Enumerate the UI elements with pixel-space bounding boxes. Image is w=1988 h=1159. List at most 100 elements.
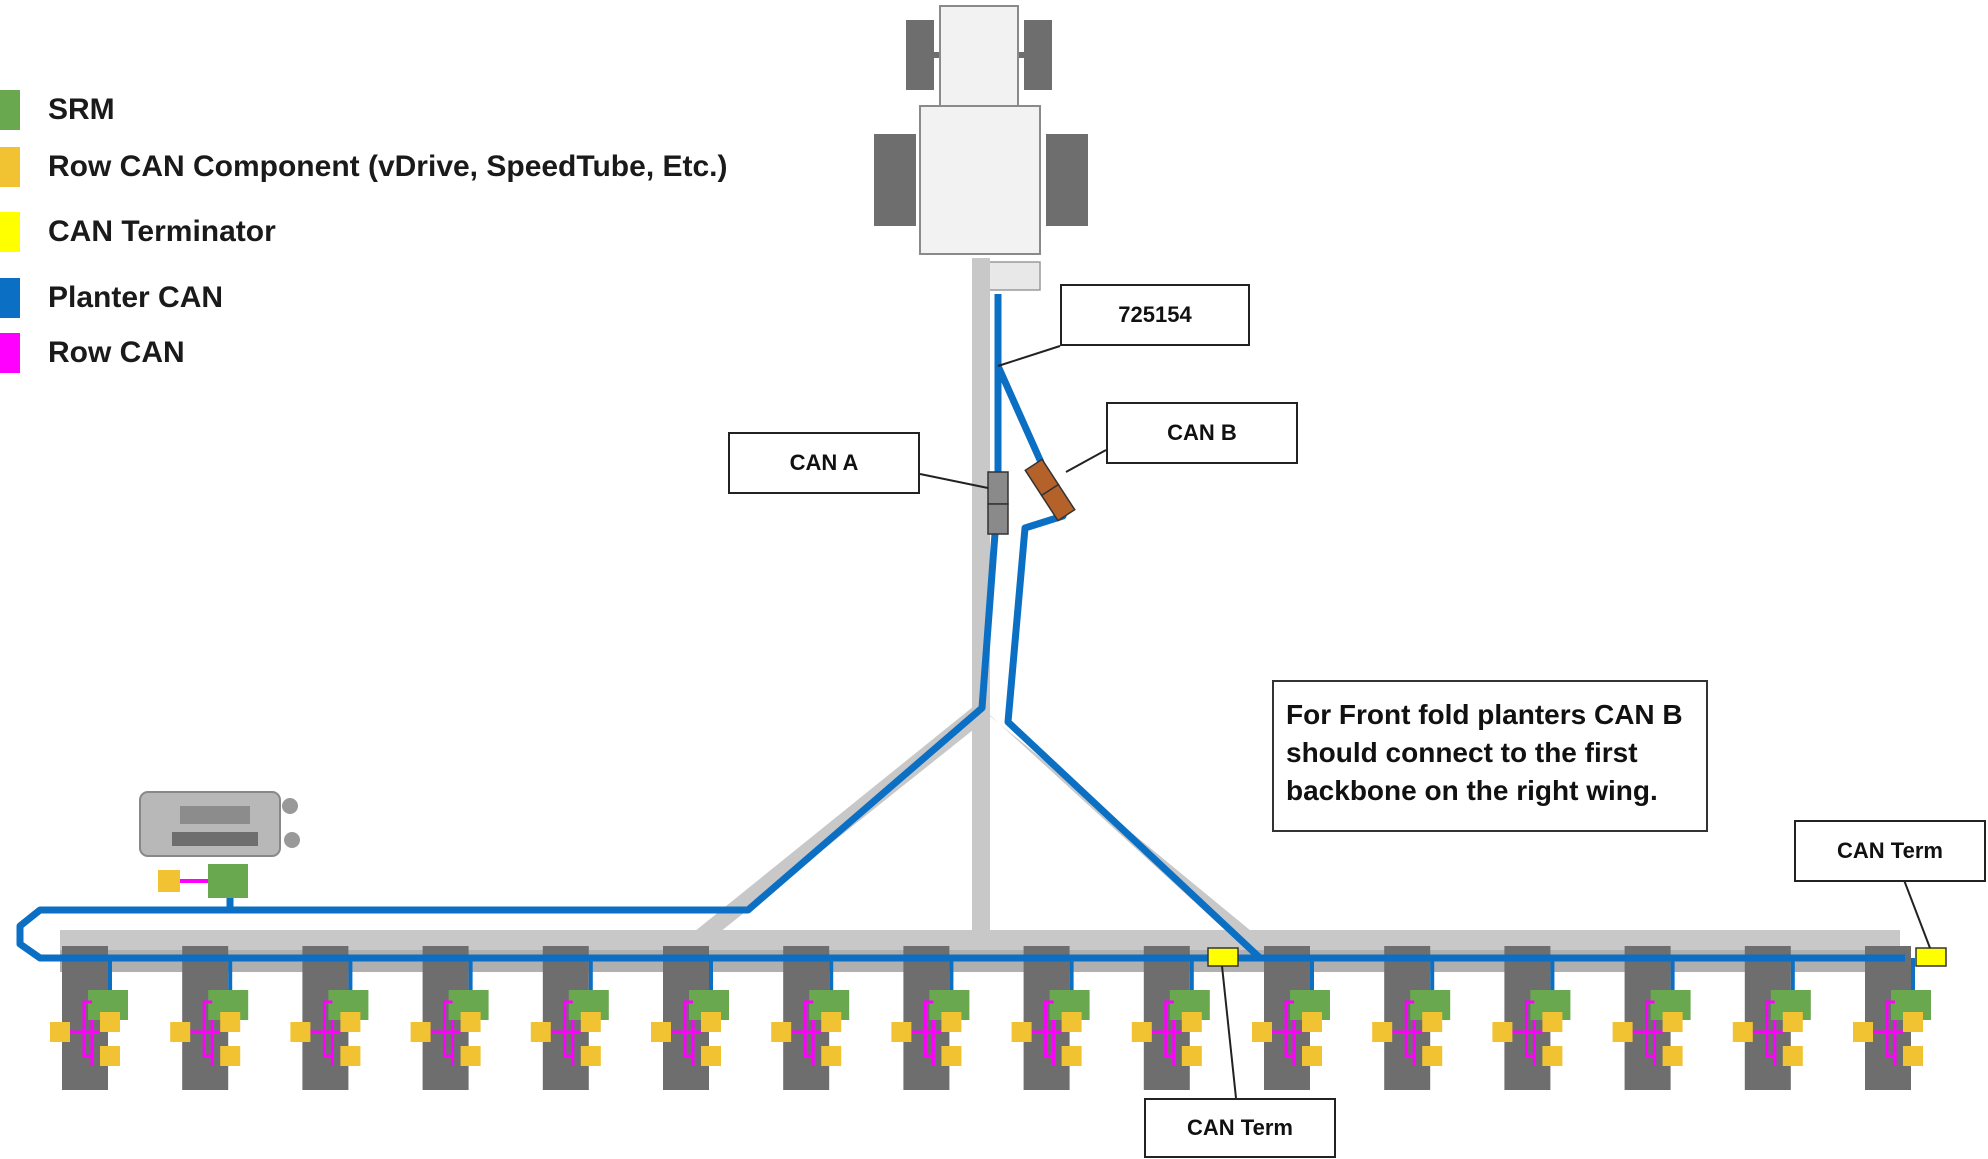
legend-item-row-can-component: Row CAN Component (vDrive, SpeedTube, Et… bbox=[0, 147, 900, 187]
row-component-upper bbox=[701, 1012, 721, 1032]
row-component-lower bbox=[220, 1046, 241, 1066]
row-component-left bbox=[771, 1022, 792, 1042]
row-component-lower bbox=[821, 1046, 842, 1066]
row-component-upper bbox=[100, 1012, 120, 1032]
row-component-left bbox=[530, 1022, 551, 1042]
row-component-upper bbox=[1662, 1012, 1683, 1032]
row-component-upper bbox=[1903, 1012, 1923, 1032]
tractor-rear-left-wheel bbox=[874, 134, 916, 226]
row-can-trunk bbox=[443, 1000, 453, 1058]
legend-label-srm: SRM bbox=[48, 93, 115, 126]
row-component-upper bbox=[340, 1012, 361, 1032]
can-a-plug-top bbox=[987, 471, 1009, 505]
row-component-left bbox=[651, 1022, 671, 1042]
tractor-front-left-wheel bbox=[906, 20, 934, 90]
callout-can-b: CAN B bbox=[1106, 402, 1298, 464]
row-unit bbox=[530, 946, 609, 1090]
row-can-trunk bbox=[923, 1000, 934, 1058]
leader-lines bbox=[919, 345, 1931, 1099]
legend-label-row-can-component: Row CAN Component (vDrive, SpeedTube, Et… bbox=[48, 150, 728, 183]
row-component-left bbox=[1732, 1022, 1753, 1042]
srm-swatch bbox=[0, 90, 20, 130]
row-component-upper bbox=[1422, 1012, 1443, 1032]
legend-label-can-terminator: CAN Terminator bbox=[48, 215, 276, 248]
row-unit bbox=[1853, 946, 1931, 1090]
row-can-trunk bbox=[1404, 1000, 1415, 1058]
row-component-upper bbox=[941, 1012, 962, 1032]
planter-can-harness bbox=[16, 294, 1905, 962]
row-component-upper bbox=[1302, 1012, 1322, 1032]
row-can-trunk bbox=[322, 1000, 333, 1058]
legend-item-planter-can: Planter CAN bbox=[0, 278, 900, 318]
row-unit bbox=[290, 946, 369, 1090]
row-component-lower bbox=[1302, 1046, 1322, 1066]
leader-can-a bbox=[919, 473, 989, 489]
row-can-trunk bbox=[1765, 1000, 1775, 1058]
hitch-tongue bbox=[972, 258, 990, 938]
row-component-lower bbox=[941, 1046, 962, 1066]
row-unit bbox=[170, 946, 249, 1090]
row-can-trunk bbox=[1284, 1000, 1294, 1058]
row-component-upper bbox=[1782, 1012, 1803, 1032]
row-component-lower bbox=[460, 1046, 481, 1066]
callout-can-a: CAN A bbox=[728, 432, 920, 494]
row-can-trunk bbox=[1645, 1000, 1655, 1058]
callout-can-term-bottom: CAN Term bbox=[1144, 1098, 1336, 1158]
row-can-swatch bbox=[0, 333, 20, 373]
can-a-connector bbox=[987, 471, 1009, 535]
tractor-cab bbox=[919, 105, 1041, 255]
row-component-left bbox=[290, 1022, 311, 1042]
row-component-lower bbox=[340, 1046, 361, 1066]
controller-module-icon bbox=[139, 791, 300, 898]
row-component-upper bbox=[460, 1012, 481, 1032]
row-units bbox=[50, 946, 1931, 1090]
planter-frame bbox=[60, 258, 1900, 972]
row-unit bbox=[891, 946, 970, 1090]
row-component-upper bbox=[220, 1012, 241, 1032]
tractor-icon bbox=[874, 5, 1088, 291]
row-can-trunk bbox=[803, 1000, 814, 1058]
legend-item-srm: SRM bbox=[0, 90, 900, 130]
row-component-lower bbox=[1542, 1046, 1563, 1066]
leader-can-term-bottom bbox=[1221, 965, 1237, 1099]
controller-display bbox=[180, 806, 250, 824]
row-component-upper bbox=[1181, 1012, 1202, 1032]
row-component-left bbox=[1131, 1022, 1152, 1042]
controller-srm bbox=[208, 864, 248, 898]
front-fold-note: For Front fold planters CAN B should con… bbox=[1272, 680, 1708, 832]
row-component-left bbox=[1011, 1022, 1032, 1042]
callout-725154: 725154 bbox=[1060, 284, 1250, 346]
planter-can-left-run bbox=[16, 294, 1002, 962]
row-component-lower bbox=[701, 1046, 721, 1066]
row-component-lower bbox=[1782, 1046, 1803, 1066]
leader-can-term-right bbox=[1903, 879, 1931, 949]
leader-can-b bbox=[1065, 449, 1107, 473]
row-can-trunk bbox=[202, 1000, 213, 1058]
can-terminator-swatch bbox=[0, 212, 20, 252]
row-unit bbox=[771, 946, 850, 1090]
legend-label-planter-can: Planter CAN bbox=[48, 281, 224, 314]
tractor-hood bbox=[939, 5, 1019, 109]
row-component-left bbox=[1372, 1022, 1393, 1042]
row-unit bbox=[651, 946, 729, 1090]
row-component-left bbox=[410, 1022, 431, 1042]
row-can-trunk bbox=[563, 1000, 573, 1058]
row-component-left bbox=[1492, 1022, 1513, 1042]
row-component-left bbox=[1252, 1022, 1272, 1042]
row-component-lower bbox=[1662, 1046, 1683, 1066]
tractor-rear-right-wheel bbox=[1046, 134, 1088, 226]
row-unit bbox=[50, 946, 128, 1090]
legend-item-row-can: Row CAN bbox=[0, 333, 900, 373]
row-component-lower bbox=[1422, 1046, 1443, 1066]
planter-can-swatch bbox=[0, 278, 20, 318]
controller-port-bottom bbox=[284, 832, 300, 848]
row-component-lower bbox=[1181, 1046, 1202, 1066]
row-unit bbox=[1252, 946, 1330, 1090]
row-can-trunk bbox=[1044, 1000, 1054, 1058]
controller-component bbox=[158, 870, 180, 892]
row-can-component-swatch bbox=[0, 147, 20, 187]
legend-item-can-terminator: CAN Terminator bbox=[0, 212, 900, 252]
row-component-lower bbox=[1061, 1046, 1082, 1066]
leader-725154 bbox=[997, 345, 1061, 367]
